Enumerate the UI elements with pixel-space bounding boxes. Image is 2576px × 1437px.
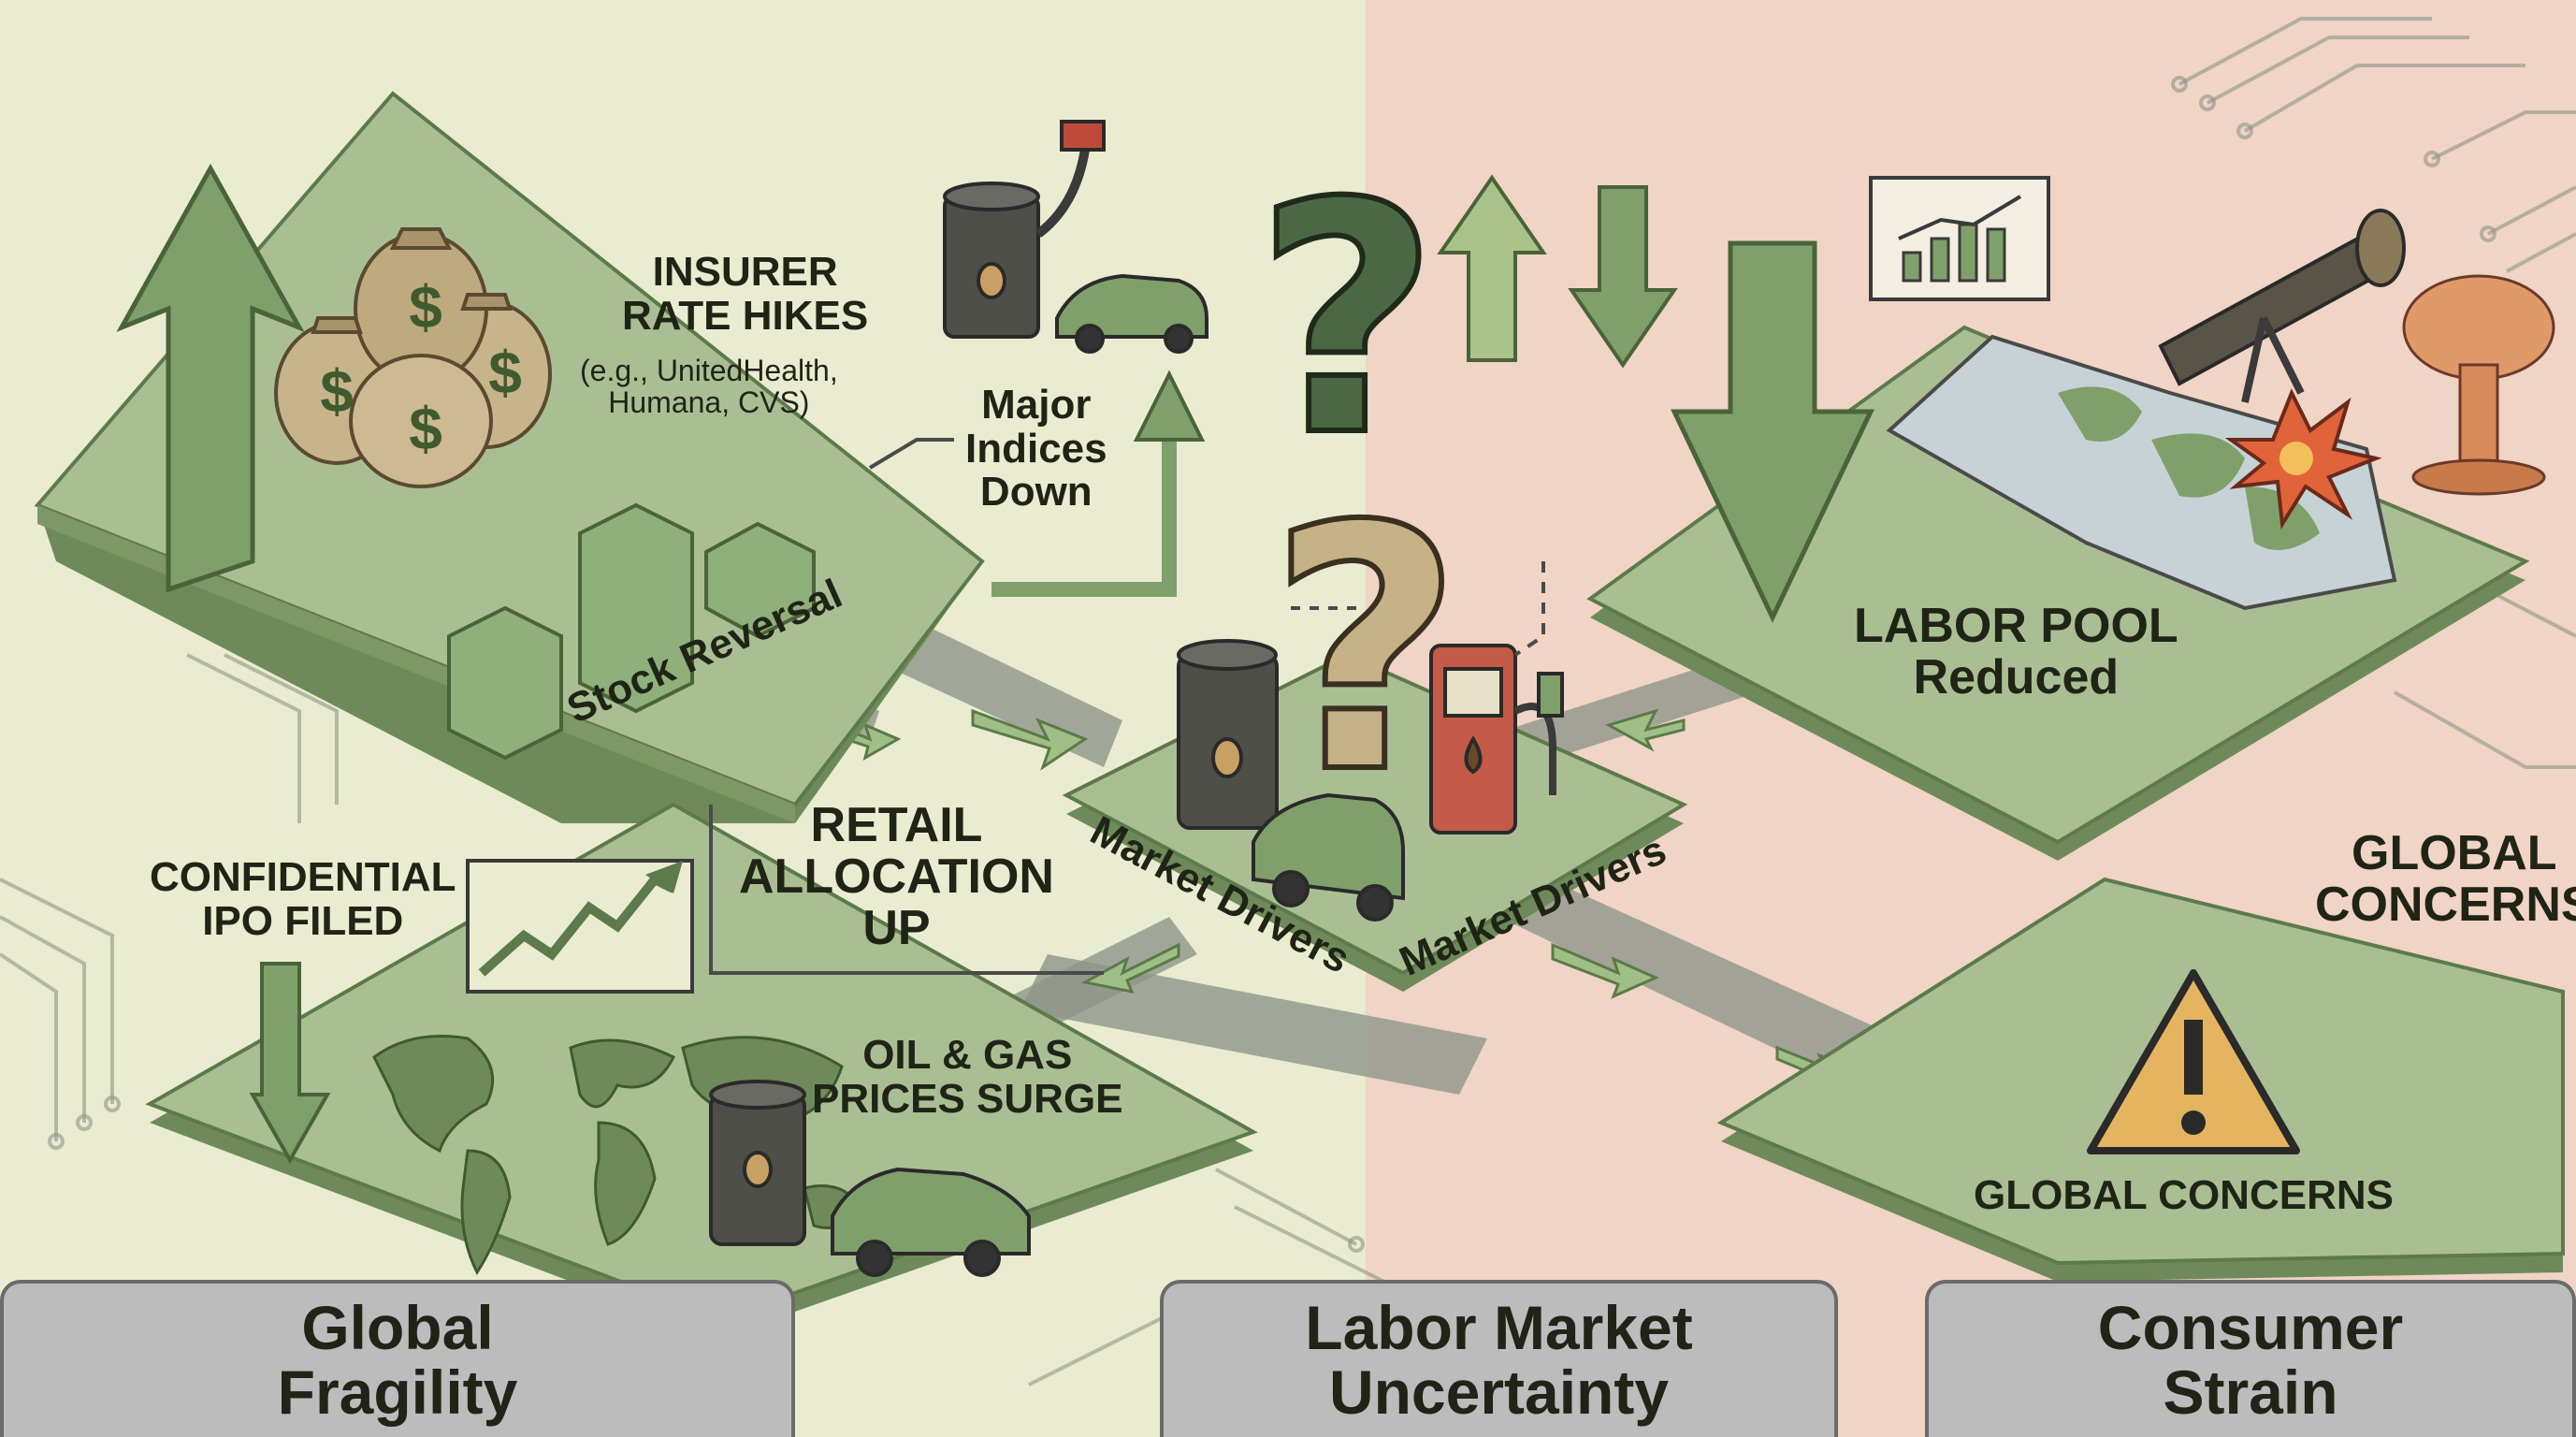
oil-barrel-icon [943, 181, 1040, 339]
money-bags-icon [274, 227, 552, 488]
chart-card-icon [1869, 176, 2050, 301]
car-icon [1055, 273, 1208, 354]
insurer-sublabel: (e.g., UnitedHealth,Humana, CVS) [580, 354, 838, 419]
svg-text:$: $ [409, 273, 442, 341]
telescope-icon [2158, 209, 2406, 403]
gas-nozzle-icon [1035, 120, 1106, 238]
down-arrow-icon [1671, 240, 1874, 623]
mushroom-cloud-icon [2402, 274, 2555, 496]
bar-chart-icon [447, 502, 816, 761]
connector-lines [709, 438, 1545, 975]
line-chart-icon [466, 859, 694, 994]
down-arrow-ipo-icon [249, 962, 331, 1165]
up-arrow-small-icon [1437, 174, 1547, 362]
explosion-icon [2224, 388, 2382, 530]
svg-text:?: ? [1254, 136, 1439, 506]
svg-text:$: $ [409, 395, 442, 462]
gas-pump-icon [1429, 644, 1564, 835]
car-center-icon [1252, 792, 1405, 922]
global-concerns-bottom-label: GLOBAL CONCERNS [1974, 1172, 2394, 1218]
oil-barrel-bottom-icon [709, 1080, 806, 1246]
up-arrow-icon [116, 163, 305, 593]
svg-text:$: $ [320, 357, 354, 425]
connector-arrow-up [991, 370, 1206, 597]
dollar-signs: $ $ $ $ [320, 273, 522, 462]
oil-barrel-center-icon [1177, 639, 1279, 830]
svg-text:$: $ [488, 339, 522, 406]
car-bottom-icon [831, 1167, 1031, 1277]
map-sheet-icon [1886, 334, 2397, 611]
warning-triangle-icon [2087, 969, 2300, 1154]
down-arrow-small-icon [1568, 185, 1678, 369]
